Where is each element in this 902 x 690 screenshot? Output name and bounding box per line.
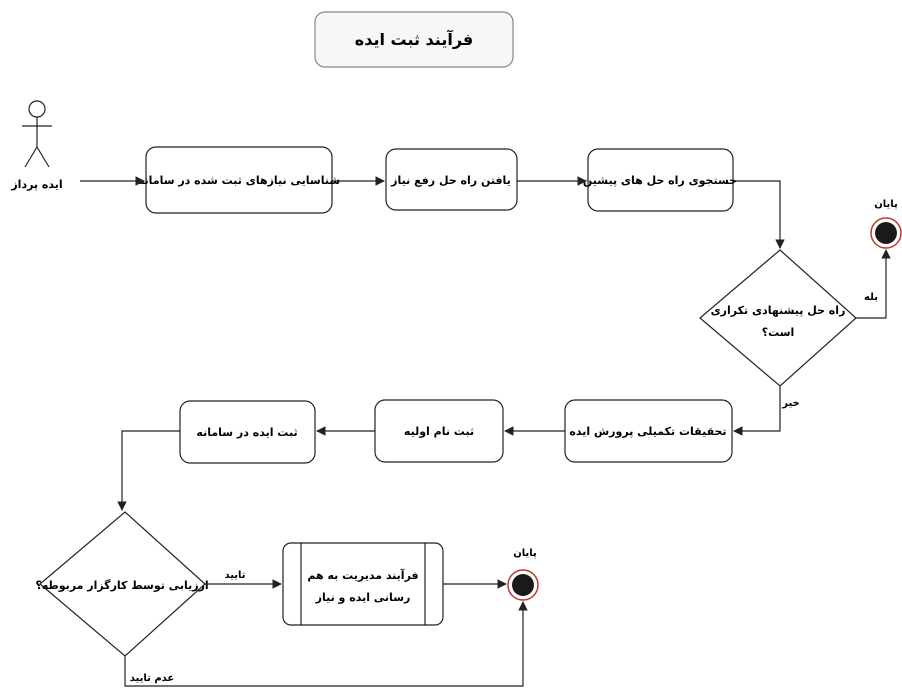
end-top-label: پایان: [874, 199, 898, 210]
node-complementary-research: تحقیقات تکمیلی پرورش ایده: [564, 399, 733, 463]
node-matching-process-line1: فرآیند مدیریت به هم: [307, 568, 418, 582]
end-node-bottom: [507, 569, 539, 601]
node-matching-process-line2: رسانی ایده و نیاز: [315, 591, 411, 604]
node-register-idea: ثبت ایده در سامانه: [179, 400, 316, 464]
node-initial-registration: ثبت نام اولیه: [374, 399, 504, 463]
node-search-previous-label: جستجوی راه حل های پیشین: [583, 174, 737, 187]
decision-is-duplicate: راه حل پیشنهادی تکراری است؟: [699, 249, 857, 387]
node-identify-needs: شناسایی نیازهای ثبت شده در سامانه: [138, 146, 340, 214]
node-find-solution: یافتن راه حل رفع نیاز: [385, 148, 518, 211]
node-complementary-research-label: تحقیقات تکمیلی پرورش ایده: [569, 425, 726, 438]
edge-label-reject: عدم تایید: [130, 673, 175, 684]
node-find-solution-label: یافتن راه حل رفع نیاز: [390, 174, 511, 187]
actor-label: ایده پرداز: [10, 178, 62, 191]
title-text: فرآیند ثبت ایده: [355, 29, 474, 49]
end-node-top: [870, 217, 902, 249]
edge-search-to-decision: [733, 180, 785, 249]
edge-label-yes: بله: [864, 292, 878, 303]
node-matching-process: فرآیند مدیریت به هم رسانی ایده و نیاز: [282, 542, 444, 626]
edge-evaluation-reject-to-end: [124, 601, 528, 687]
decision-evaluation: ارزیابی توسط کارگزار مربوطه؟: [35, 511, 209, 657]
decision-is-duplicate-line2: است؟: [762, 326, 795, 339]
edges: [80, 176, 891, 687]
actor-icon: [22, 100, 52, 168]
node-register-idea-label: ثبت ایده در سامانه: [196, 426, 297, 439]
node-identify-needs-label: شناسایی نیازهای ثبت شده در سامانه: [138, 174, 340, 187]
edge-register-to-evaluation: [117, 430, 180, 511]
decision-is-duplicate-line1: راه حل پیشنهادی تکراری: [711, 304, 846, 317]
edge-decision-no-to-research: [733, 386, 781, 436]
decision-evaluation-label: ارزیابی توسط کارگزار مربوطه؟: [35, 579, 208, 592]
node-initial-registration-label: ثبت نام اولیه: [404, 425, 474, 438]
title-box: فرآیند ثبت ایده: [314, 11, 514, 68]
edge-label-approve: تایید: [224, 570, 245, 581]
node-search-previous: جستجوی راه حل های پیشین: [583, 148, 737, 212]
edge-label-no: خیر: [781, 398, 800, 409]
end-bottom-label: پایان: [513, 548, 537, 559]
edge-decision-yes-to-end: [856, 249, 891, 319]
